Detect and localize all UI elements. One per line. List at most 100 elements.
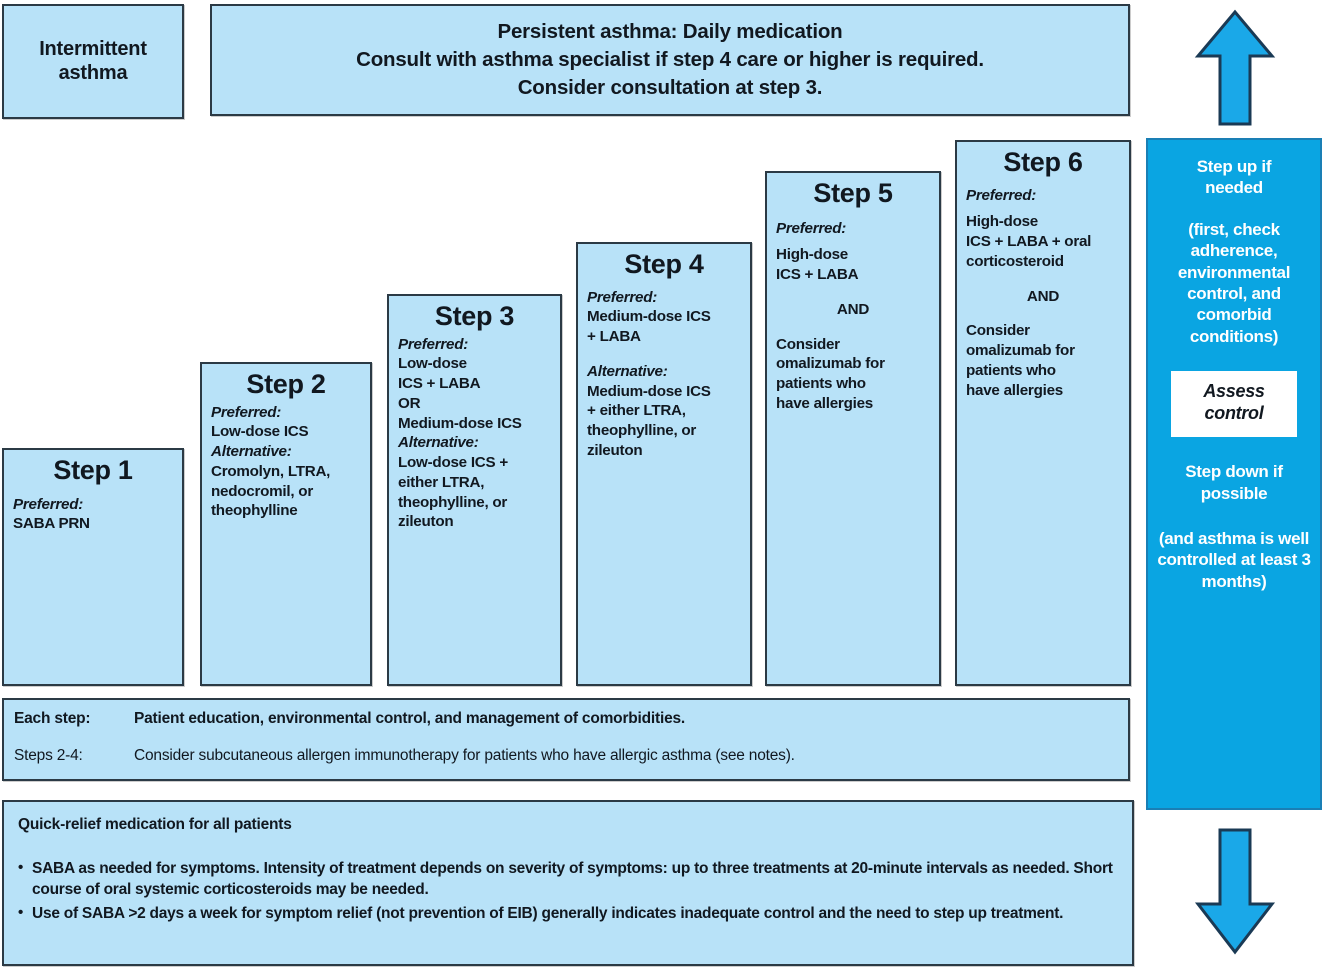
step-4-body: Preferred: Medium-dose ICS + LABA Altern… — [587, 288, 741, 461]
step-5-spacer-3 — [776, 320, 930, 335]
step-5-preferred-label: Preferred: — [776, 219, 847, 237]
step-1-box: Step 1 Preferred: SABA PRN — [2, 448, 184, 686]
step-3-title: Step 3 — [434, 301, 515, 331]
quick-relief-item-2-text: Use of SABA >2 days a week for symptom r… — [32, 904, 1064, 922]
step-6-extra-line-1: Consider — [966, 322, 1030, 340]
persistent-line-1: Persistent asthma: Daily medication — [497, 19, 843, 43]
step-up-line-2: needed — [1205, 178, 1263, 198]
step-3-box: Step 3 Preferred: Low-dose ICS + LABA OR… — [387, 294, 562, 686]
step-2-alternative-label: Alternative: — [211, 443, 292, 461]
step-down-line-1: Step down if — [1185, 462, 1283, 482]
step-6-preferred-line-3: corticosteroid — [966, 252, 1064, 270]
step-3-preferred-label: Preferred: — [398, 335, 469, 353]
intermittent-line-2: asthma — [58, 61, 128, 84]
step-5-conjunction: AND — [836, 300, 870, 318]
persistent-asthma-banner: Persistent asthma: Daily medication Cons… — [210, 4, 1130, 116]
step-2-alternative-line-3: theophylline — [211, 502, 298, 520]
step-5-box: Step 5 Preferred: High-dose ICS + LABA A… — [765, 171, 941, 686]
step-2-body: Preferred: Low-dose ICS Alternative: Cro… — [211, 403, 361, 522]
step-up-note: (first, check adherence, environmental c… — [1177, 219, 1291, 346]
quick-relief-panel: Quick-relief medication for all patients… — [2, 800, 1134, 966]
step-6-preferred-line-2: ICS + LABA + oral — [966, 233, 1092, 251]
step-1-body: Preferred: SABA PRN — [13, 495, 173, 535]
quick-relief-item-1-text: SABA as needed for symptoms. Intensity o… — [32, 860, 1113, 899]
step-4-alternative-line-4: zileuton — [587, 441, 643, 459]
step-5-title: Step 5 — [813, 178, 893, 208]
steps-2-4-key: Steps 2-4: — [14, 747, 83, 764]
step-3-alternative-label: Alternative: — [398, 434, 479, 452]
step-1-preferred-label: Preferred: — [13, 495, 84, 513]
bullet-icon: • — [18, 903, 24, 921]
step-6-spacer-3 — [966, 306, 1120, 321]
assess-control-box: Assess control — [1171, 371, 1297, 438]
step-3-preferred-line-2: ICS + LABA — [398, 375, 481, 393]
step-3-alternative-line-2: either LTRA, — [398, 473, 485, 491]
steps-2-4-value: Consider subcutaneous allergen immunothe… — [134, 747, 795, 764]
step-down-arrow-icon — [1194, 828, 1276, 955]
quick-relief-list-item: • Use of SABA >2 days a week for symptom… — [18, 903, 1118, 924]
step-4-preferred-line-1: Medium-dose ICS — [587, 308, 711, 326]
step-2-preferred-label: Preferred: — [211, 403, 282, 421]
step-5-body: Preferred: High-dose ICS + LABA AND Cons… — [776, 219, 930, 414]
step-4-preferred-label: Preferred: — [587, 288, 658, 306]
step-2-title: Step 2 — [246, 369, 326, 399]
step-6-preferred-label: Preferred: — [966, 186, 1037, 204]
persistent-asthma-text: Persistent asthma: Daily medication Cons… — [348, 18, 992, 103]
step-down-note: (and asthma is well controlled at least … — [1157, 528, 1311, 591]
step-5-extra-line-2: omalizumab for — [776, 355, 885, 373]
step-1-preferred-line-1: SABA PRN — [13, 515, 90, 533]
step-6-extra-line-2: omalizumab for — [966, 342, 1075, 360]
steps-2-4-row: Steps 2-4: Consider subcutaneous allerge… — [14, 747, 1118, 765]
quick-relief-title: Quick-relief medication for all patients — [18, 816, 292, 833]
each-step-key: Each step: — [14, 710, 91, 727]
step-4-alternative-label: Alternative: — [587, 362, 668, 380]
step-up-heading: Step up if needed — [1196, 156, 1272, 199]
assess-line-1: Assess — [1203, 381, 1265, 402]
step-5-spacer-1 — [776, 238, 930, 245]
step-6-body: Preferred: High-dose ICS + LABA + oral c… — [966, 186, 1120, 401]
intermittent-line-1: Intermittent — [39, 37, 147, 60]
step-up-arrow-icon — [1194, 9, 1276, 126]
step-5-extra-line-1: Consider — [776, 335, 840, 353]
step-up-line-1: Step up if — [1196, 157, 1272, 176]
step-3-preferred-line-1: Low-dose — [398, 355, 467, 373]
step-3-preferred-line-3: OR — [398, 394, 421, 412]
step-6-extra-line-3: patients who — [966, 361, 1056, 379]
quick-relief-list-item: • SABA as needed for symptoms. Intensity… — [18, 858, 1118, 901]
step-5-extra-line-3: patients who — [776, 375, 866, 393]
step-4-title: Step 4 — [624, 249, 704, 279]
intermittent-asthma-box: Intermittent asthma — [2, 4, 184, 119]
step-5-preferred-line-2: ICS + LABA — [776, 266, 859, 284]
step-3-alternative-line-3: theophylline, or — [398, 493, 508, 511]
each-step-row: Each step: Patient education, environmen… — [14, 710, 1118, 728]
step-4-alternative-line-1: Medium-dose ICS — [587, 382, 711, 400]
step-2-preferred-line-1: Low-dose ICS — [211, 423, 309, 441]
step-1-title: Step 1 — [53, 455, 133, 485]
step-6-spacer-1 — [966, 205, 1120, 212]
step-6-title: Step 6 — [1003, 147, 1083, 177]
step-3-body: Preferred: Low-dose ICS + LABA OR Medium… — [398, 335, 551, 533]
persistent-line-3: Consider consultation at step 3. — [517, 76, 823, 100]
step-4-spacer — [587, 347, 741, 362]
step-3-alternative-line-4: zileuton — [398, 513, 454, 531]
step-4-box: Step 4 Preferred: Medium-dose ICS + LABA… — [576, 242, 752, 686]
step-4-alternative-line-3: theophylline, or — [587, 422, 697, 440]
step-6-spacer-2 — [966, 272, 1120, 287]
each-step-panel: Each step: Patient education, environmen… — [2, 698, 1130, 781]
step-2-alternative-line-2: nedocromil, or — [211, 482, 313, 500]
step-down-line-2: possible — [1200, 483, 1268, 503]
step-3-alternative-line-1: Low-dose ICS + — [398, 454, 508, 472]
step-down-heading: Step down if possible — [1185, 461, 1283, 504]
step-6-preferred-line-1: High-dose — [966, 213, 1038, 231]
step-4-preferred-line-2: + LABA — [587, 328, 641, 346]
intermittent-asthma-label: Intermittent asthma — [39, 38, 147, 85]
assess-line-2: control — [1204, 403, 1264, 424]
step-4-alternative-line-2: + either LTRA, — [587, 402, 686, 420]
step-5-extra-line-4: have allergies — [776, 394, 873, 412]
step-6-box: Step 6 Preferred: High-dose ICS + LABA +… — [955, 140, 1131, 686]
bullet-icon: • — [18, 859, 24, 876]
each-step-value: Patient education, environmental control… — [134, 710, 686, 727]
step-6-conjunction: AND — [1026, 287, 1060, 305]
step-2-box: Step 2 Preferred: Low-dose ICS Alternati… — [200, 362, 372, 686]
